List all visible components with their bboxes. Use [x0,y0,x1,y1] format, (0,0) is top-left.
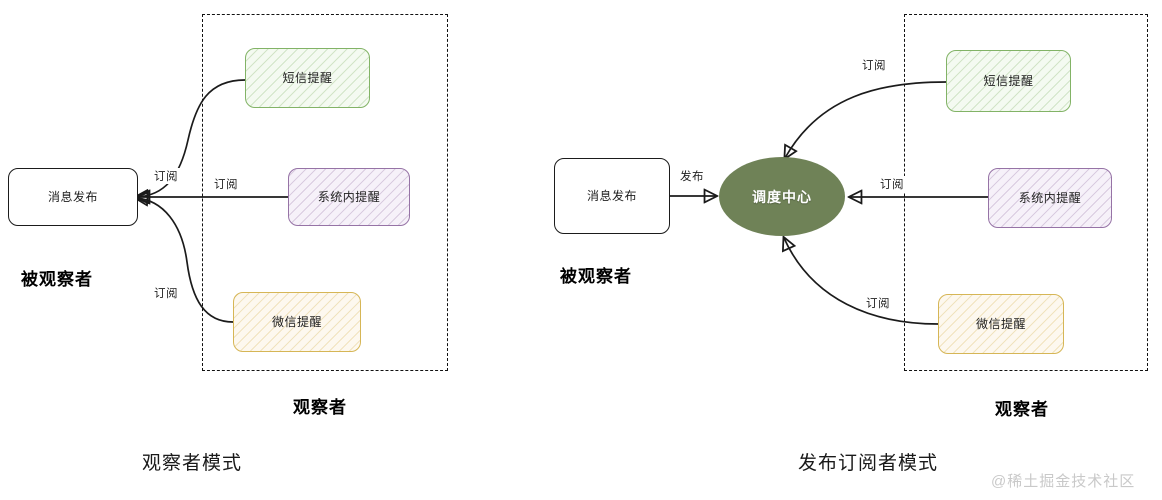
node-sms-reminder-right[interactable]: 短信提醒 [946,50,1071,112]
caption-pubsub-pattern: 发布订阅者模式 [798,453,939,474]
node-label: 消息发布 [586,188,637,203]
node-label: 短信提醒 [983,73,1034,88]
node-label: 系统内提醒 [1018,190,1082,205]
role-label-subject-left: 被观察者 [21,270,93,289]
edge-label-subscribe-inapp-right: 订阅 [878,176,906,192]
edge-label-subscribe-inapp-left: 订阅 [212,176,240,192]
node-label: 调度中心 [752,188,812,205]
node-sms-reminder-left[interactable]: 短信提醒 [245,48,370,108]
edge-wechat-to-publisher [136,198,234,323]
edge-sms-to-publisher [136,79,246,197]
node-message-publisher-left[interactable]: 消息发布 [8,168,138,226]
watermark: @稀土掘金技术社区 [991,473,1136,490]
caption-observer-pattern: 观察者模式 [142,453,243,474]
node-inapp-reminder-left[interactable]: 系统内提醒 [288,168,410,226]
node-label: 短信提醒 [282,70,333,85]
edge-label-subscribe-sms-left: 订阅 [152,168,180,184]
role-label-observer-left: 观察者 [293,398,347,417]
node-label: 系统内提醒 [317,189,381,204]
edge-wechat-to-broker [784,238,939,325]
observer-group-left [202,14,448,371]
node-dispatch-center[interactable]: 调度中心 [719,157,845,236]
edge-label-publish: 发布 [678,168,706,184]
observer-group-right [904,14,1148,371]
edge-label-subscribe-wechat-right: 订阅 [864,295,892,311]
node-label: 消息发布 [47,189,98,204]
role-label-observer-right: 观察者 [995,400,1049,419]
node-wechat-reminder-right[interactable]: 微信提醒 [938,294,1064,354]
edge-sms-to-broker [785,81,947,158]
node-wechat-reminder-left[interactable]: 微信提醒 [233,292,361,352]
role-label-subject-right: 被观察者 [560,267,632,286]
node-inapp-reminder-right[interactable]: 系统内提醒 [988,168,1112,228]
node-message-publisher-right[interactable]: 消息发布 [554,158,670,234]
node-label: 微信提醒 [975,316,1026,331]
node-label: 微信提醒 [271,314,322,329]
edge-label-subscribe-wechat-left: 订阅 [152,285,180,301]
edge-label-subscribe-sms-right: 订阅 [860,57,888,73]
